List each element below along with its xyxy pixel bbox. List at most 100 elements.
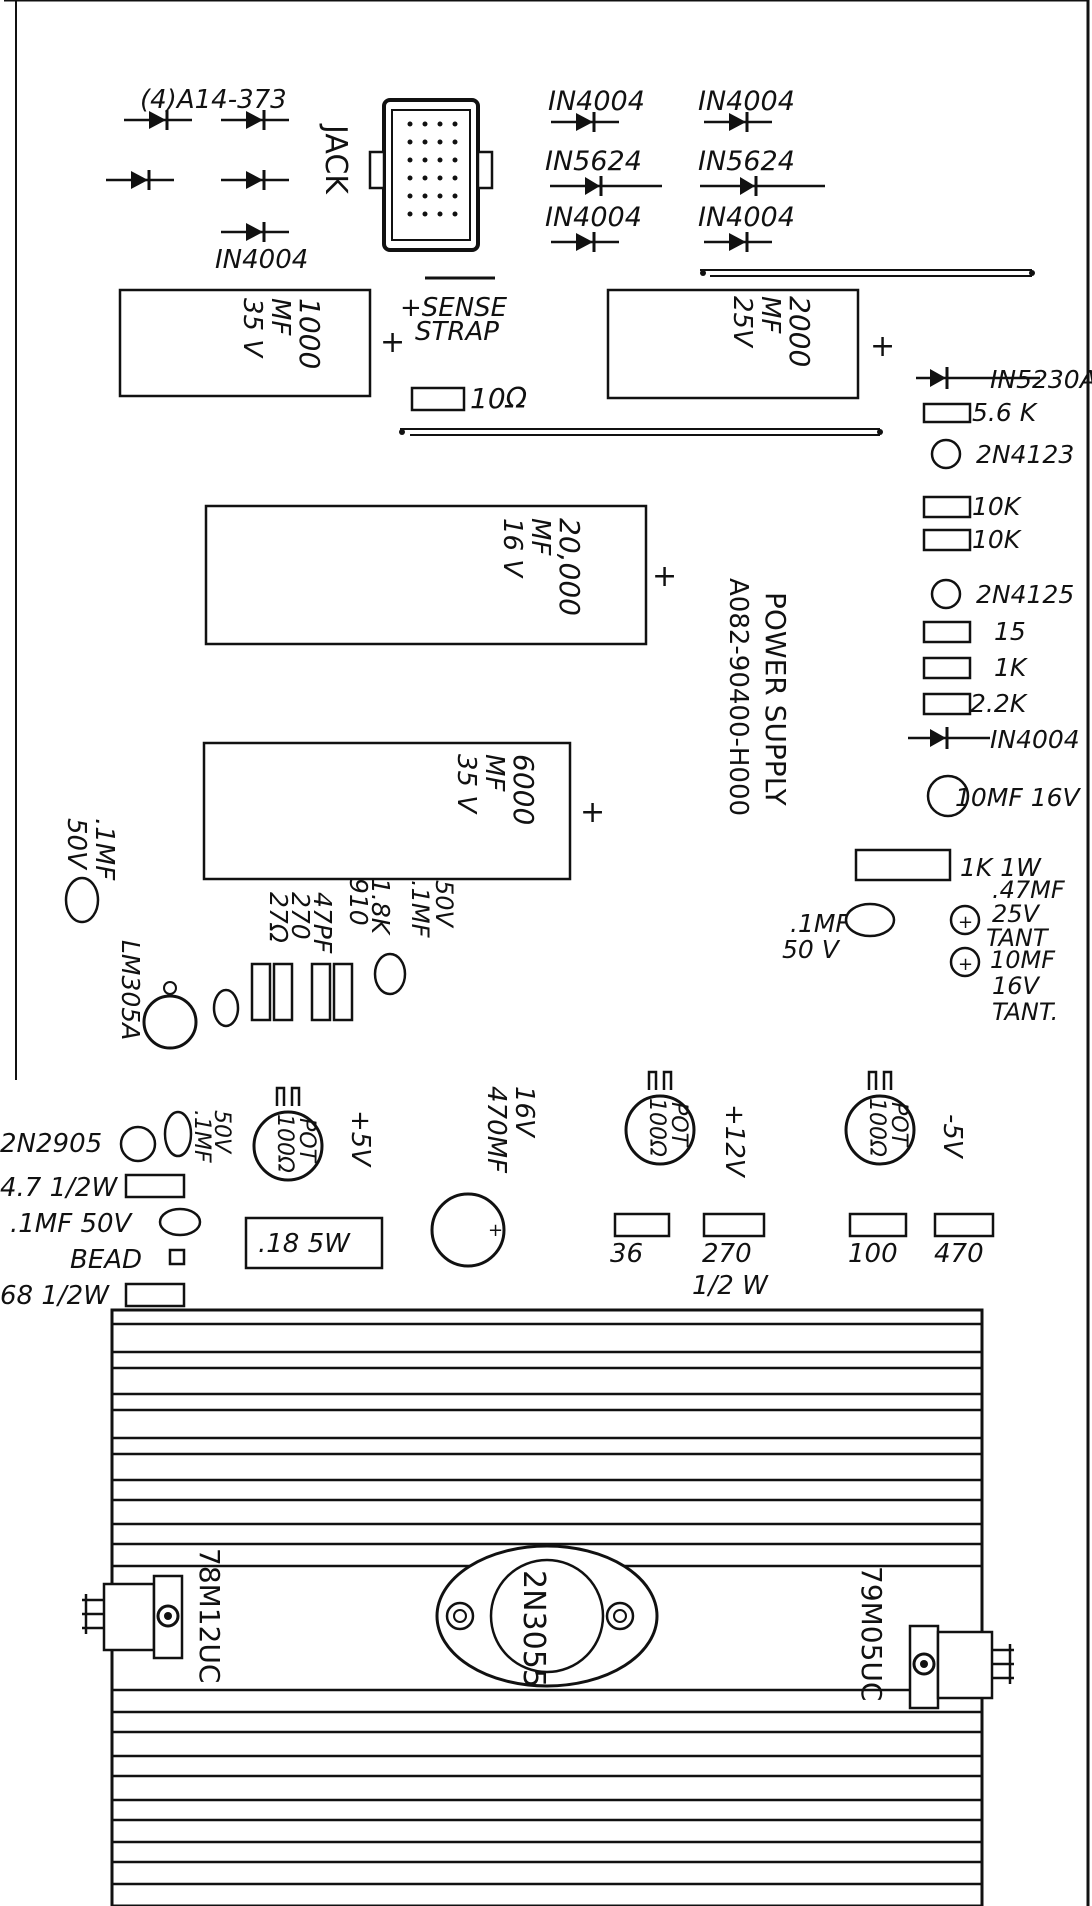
diode-1n5624-a-label: IN5624 xyxy=(545,146,642,177)
svg-text:1000: 1000 xyxy=(293,298,326,369)
r-10ohm-label: 10Ω xyxy=(470,382,528,415)
svg-text:47PF: 47PF xyxy=(308,892,337,954)
sense-strap: +SENSE STRAP 10Ω xyxy=(399,276,883,436)
svg-text:50 V: 50 V xyxy=(782,935,841,964)
svg-text:.47MF: .47MF xyxy=(992,876,1066,904)
svg-text:16 V: 16 V xyxy=(497,518,527,579)
pot-5v: 100Ω POT +5V xyxy=(252,1086,375,1182)
svg-text:16V: 16V xyxy=(509,1086,539,1139)
svg-text:POT: POT xyxy=(294,1118,319,1164)
pot-minus-5v: 100Ω POT -5V xyxy=(844,1070,967,1166)
capacitor-6000mf: 6000 MF 35 V + xyxy=(202,741,605,881)
capacitor-1000mf: 1000 MF 35 V + xyxy=(118,288,405,398)
svg-text:100Ω: 100Ω xyxy=(644,1098,669,1157)
svg-text:470MF: 470MF xyxy=(481,1086,511,1174)
svg-text:+12V: +12V xyxy=(719,1104,749,1179)
svg-text:2.2K: 2.2K xyxy=(970,689,1029,718)
svg-text:270: 270 xyxy=(702,1239,752,1269)
svg-text:470: 470 xyxy=(934,1239,984,1269)
svg-text:2N2905: 2N2905 xyxy=(0,1129,102,1159)
tant-capacitors: .47MF + 25V TANT + 10MF 16V TANT. xyxy=(949,876,1066,1026)
rectifier-diodes: IN4004 IN4004 IN5624 IN5624 IN4004 IN400… xyxy=(545,86,1035,277)
svg-text:.18 5W: .18 5W xyxy=(258,1229,351,1259)
svg-text:1K: 1K xyxy=(994,653,1029,682)
svg-text:50V: 50V xyxy=(430,880,458,929)
svg-text:2N4123: 2N4123 xyxy=(976,440,1074,469)
svg-text:16V: 16V xyxy=(992,972,1041,1000)
svg-text:MF: MF xyxy=(479,754,509,792)
svg-text:TANT.: TANT. xyxy=(992,998,1058,1026)
svg-text:+5V: +5V xyxy=(345,1110,375,1168)
svg-text:2N3055: 2N3055 xyxy=(516,1570,551,1688)
svg-text:+: + xyxy=(958,954,973,975)
svg-text:MF: MF xyxy=(525,518,555,556)
svg-text:.1MF: .1MF xyxy=(790,909,850,938)
svg-text:50V: 50V xyxy=(61,818,91,871)
sense-label: +SENSE xyxy=(400,293,508,323)
part-number: A082-90400-H000 xyxy=(723,578,753,816)
svg-text:.1MF: .1MF xyxy=(89,818,119,881)
diode-1n4004-b-label: IN4004 xyxy=(698,86,795,117)
diode-array-label: (4)A14-373 xyxy=(140,85,287,115)
jack-connector: JACK xyxy=(318,98,494,252)
svg-text:36: 36 xyxy=(610,1239,643,1269)
transistor-2n3055: 2N3055 xyxy=(435,1544,659,1688)
svg-text:35 V: 35 V xyxy=(237,298,267,359)
capacitor-2000mf: 2000 MF 25V + xyxy=(606,288,895,400)
svg-text:5.6 K: 5.6 K xyxy=(972,398,1039,427)
svg-text:100Ω: 100Ω xyxy=(272,1114,297,1173)
svg-text:+: + xyxy=(380,325,405,360)
output-resistors: 36 270 1/2 W 100 470 xyxy=(610,1212,995,1301)
svg-text:79M05UC: 79M05UC xyxy=(855,1566,888,1701)
svg-text:+: + xyxy=(580,795,605,830)
svg-text:50V: 50V xyxy=(209,1110,234,1155)
svg-text:+: + xyxy=(488,1220,503,1241)
svg-text:35 V: 35 V xyxy=(451,754,481,815)
capacitor-470mf: 470MF 16V + xyxy=(430,1086,539,1268)
right-component-column: IN5230A 5.6 K 2N4123 10K 10K 2N4125 15 1… xyxy=(908,365,1092,818)
ic-lm305a: LM305A xyxy=(116,940,198,1050)
jack-label: JACK xyxy=(318,123,353,195)
svg-text:MF: MF xyxy=(265,298,295,336)
svg-text:10K: 10K xyxy=(972,525,1023,554)
capacitor-01mf-50v: .1MF 50 V xyxy=(782,902,896,964)
svg-text:.1MF: .1MF xyxy=(189,1110,214,1163)
board-title: POWER SUPPLY A082-90400-H000 xyxy=(723,578,792,816)
svg-text:POT: POT xyxy=(666,1102,691,1148)
diode-1n4004-a-label: IN4004 xyxy=(548,86,645,117)
svg-text:100: 100 xyxy=(848,1239,898,1269)
feedback-network: 27Ω 270 47PF 910 1.8K .1MF 50V xyxy=(212,878,458,1028)
diode-1n4004-left-label: IN4004 xyxy=(215,245,308,275)
svg-text:+: + xyxy=(958,912,973,933)
regulator-79m05uc: 79M05UC xyxy=(855,1566,1014,1710)
diode-1n5624-b-label: IN5624 xyxy=(698,146,795,177)
diode-1n4004-d-label: IN4004 xyxy=(698,202,795,233)
svg-text:15: 15 xyxy=(994,617,1026,646)
svg-text:100Ω: 100Ω xyxy=(864,1098,889,1157)
svg-text:+: + xyxy=(652,559,677,594)
svg-text:-5V: -5V xyxy=(937,1114,967,1160)
svg-text:25V: 25V xyxy=(727,296,757,349)
svg-text:+: + xyxy=(870,329,895,364)
svg-text:.1MF: .1MF xyxy=(406,880,434,939)
svg-text:20,000: 20,000 xyxy=(553,518,586,616)
svg-text:25V: 25V xyxy=(992,900,1041,928)
diode-array: (4)A14-373 IN4004 xyxy=(104,85,308,275)
svg-text:1K 1W: 1K 1W xyxy=(960,853,1042,882)
svg-text:2000: 2000 xyxy=(783,296,816,367)
svg-text:68 1/2W: 68 1/2W xyxy=(0,1281,110,1311)
svg-text:TANT: TANT xyxy=(986,924,1050,952)
strap-label: STRAP xyxy=(415,317,499,347)
regulator-78m12uc: 78M12UC xyxy=(82,1548,226,1683)
svg-text:POT: POT xyxy=(886,1102,911,1148)
resistor-1k-1w: 1K 1W xyxy=(854,848,1042,882)
svg-text:.1MF 50V: .1MF 50V xyxy=(10,1209,134,1239)
svg-text:MF: MF xyxy=(755,296,785,334)
left-lower-components: 2N2905 .1MF 50V 4.7 1/2W .1MF 50V BEAD 6… xyxy=(0,1110,234,1311)
svg-text:6000: 6000 xyxy=(507,754,540,825)
svg-text:10MF: 10MF xyxy=(990,946,1056,974)
svg-text:1.8K: 1.8K xyxy=(366,878,395,937)
svg-text:27Ω: 27Ω xyxy=(264,892,293,943)
svg-text:910: 910 xyxy=(344,878,373,926)
svg-text:270: 270 xyxy=(286,892,315,940)
